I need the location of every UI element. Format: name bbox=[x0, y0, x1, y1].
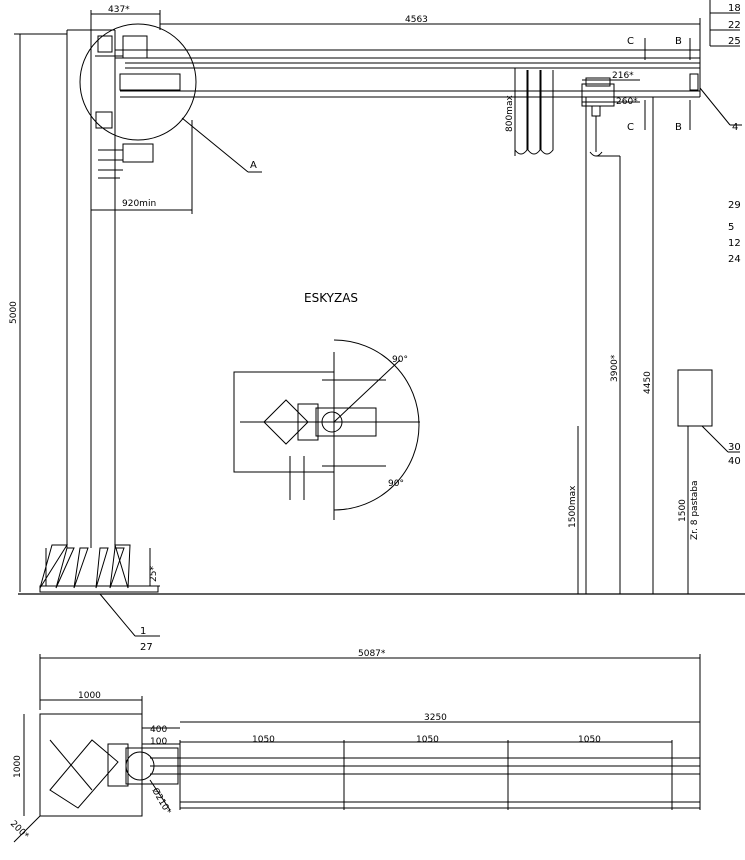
part-25: 25 bbox=[728, 36, 741, 47]
rotation-detail bbox=[233, 339, 420, 520]
plan-dim-200: 200* bbox=[8, 819, 31, 842]
column-head-bracket bbox=[95, 35, 181, 179]
detail-a-circle bbox=[79, 23, 197, 141]
dim-ctrl-note: Zr. 8 pastaba bbox=[690, 480, 700, 540]
dim-1500: 1500 bbox=[678, 499, 688, 522]
plan-dim-400: 400 bbox=[150, 725, 167, 735]
part-12: 12 bbox=[728, 238, 741, 249]
dim-5000: 5000 bbox=[9, 301, 19, 324]
part-4: 4 bbox=[732, 122, 738, 133]
part-29: 29 bbox=[728, 200, 741, 211]
dim-260: 260* bbox=[616, 97, 638, 107]
dim-4563: 4563 bbox=[405, 15, 428, 25]
dim-437: 437* bbox=[108, 5, 130, 15]
plan-dim-1050-c: 1050 bbox=[578, 735, 601, 745]
drawing-title: ESKYZAS bbox=[304, 291, 358, 305]
dim-25: 25* bbox=[149, 566, 159, 582]
section-c-bottom: C bbox=[627, 122, 634, 133]
trolley-hoist bbox=[581, 77, 620, 157]
dim-800max: 800max bbox=[505, 95, 515, 132]
part-22: 22 bbox=[728, 20, 741, 31]
plan-dim-5087: 5087* bbox=[358, 649, 386, 659]
column bbox=[39, 29, 159, 593]
angle-90-bottom: 90° bbox=[388, 479, 404, 489]
part-30: 30 bbox=[728, 442, 741, 453]
dim-1500max: 1500max bbox=[568, 485, 578, 528]
plan-dim-dia: Ø210* bbox=[149, 786, 173, 817]
plan-dim-1000-side: 1000 bbox=[13, 755, 23, 778]
section-b-bottom: B bbox=[675, 122, 682, 133]
plan-dim-1000-top: 1000 bbox=[78, 691, 101, 701]
plan-dim-1050-b: 1050 bbox=[416, 735, 439, 745]
section-b-top: B bbox=[675, 36, 682, 47]
part-1: 1 bbox=[140, 626, 146, 637]
dim-920min: 920min bbox=[122, 199, 156, 209]
festoon-cable bbox=[514, 70, 554, 155]
part-24: 24 bbox=[728, 254, 741, 265]
part-40: 40 bbox=[728, 456, 741, 467]
jib-arm bbox=[115, 49, 701, 98]
part-5: 5 bbox=[728, 222, 734, 233]
dim-3900: 3900* bbox=[610, 354, 620, 382]
plan-dim-1050-a: 1050 bbox=[252, 735, 275, 745]
detail-a-label: A bbox=[250, 160, 257, 171]
plan-view bbox=[39, 713, 701, 817]
plan-dim-100: 100 bbox=[150, 737, 167, 747]
control-pendant bbox=[677, 369, 713, 427]
part-18: 18 bbox=[728, 3, 741, 14]
part-27: 27 bbox=[140, 642, 153, 653]
plan-dim-3250: 3250 bbox=[424, 713, 447, 723]
section-c-top: C bbox=[627, 36, 634, 47]
dim-4450: 4450 bbox=[643, 371, 653, 394]
angle-90-top: 90° bbox=[392, 355, 408, 365]
dim-216: 216* bbox=[612, 71, 634, 81]
